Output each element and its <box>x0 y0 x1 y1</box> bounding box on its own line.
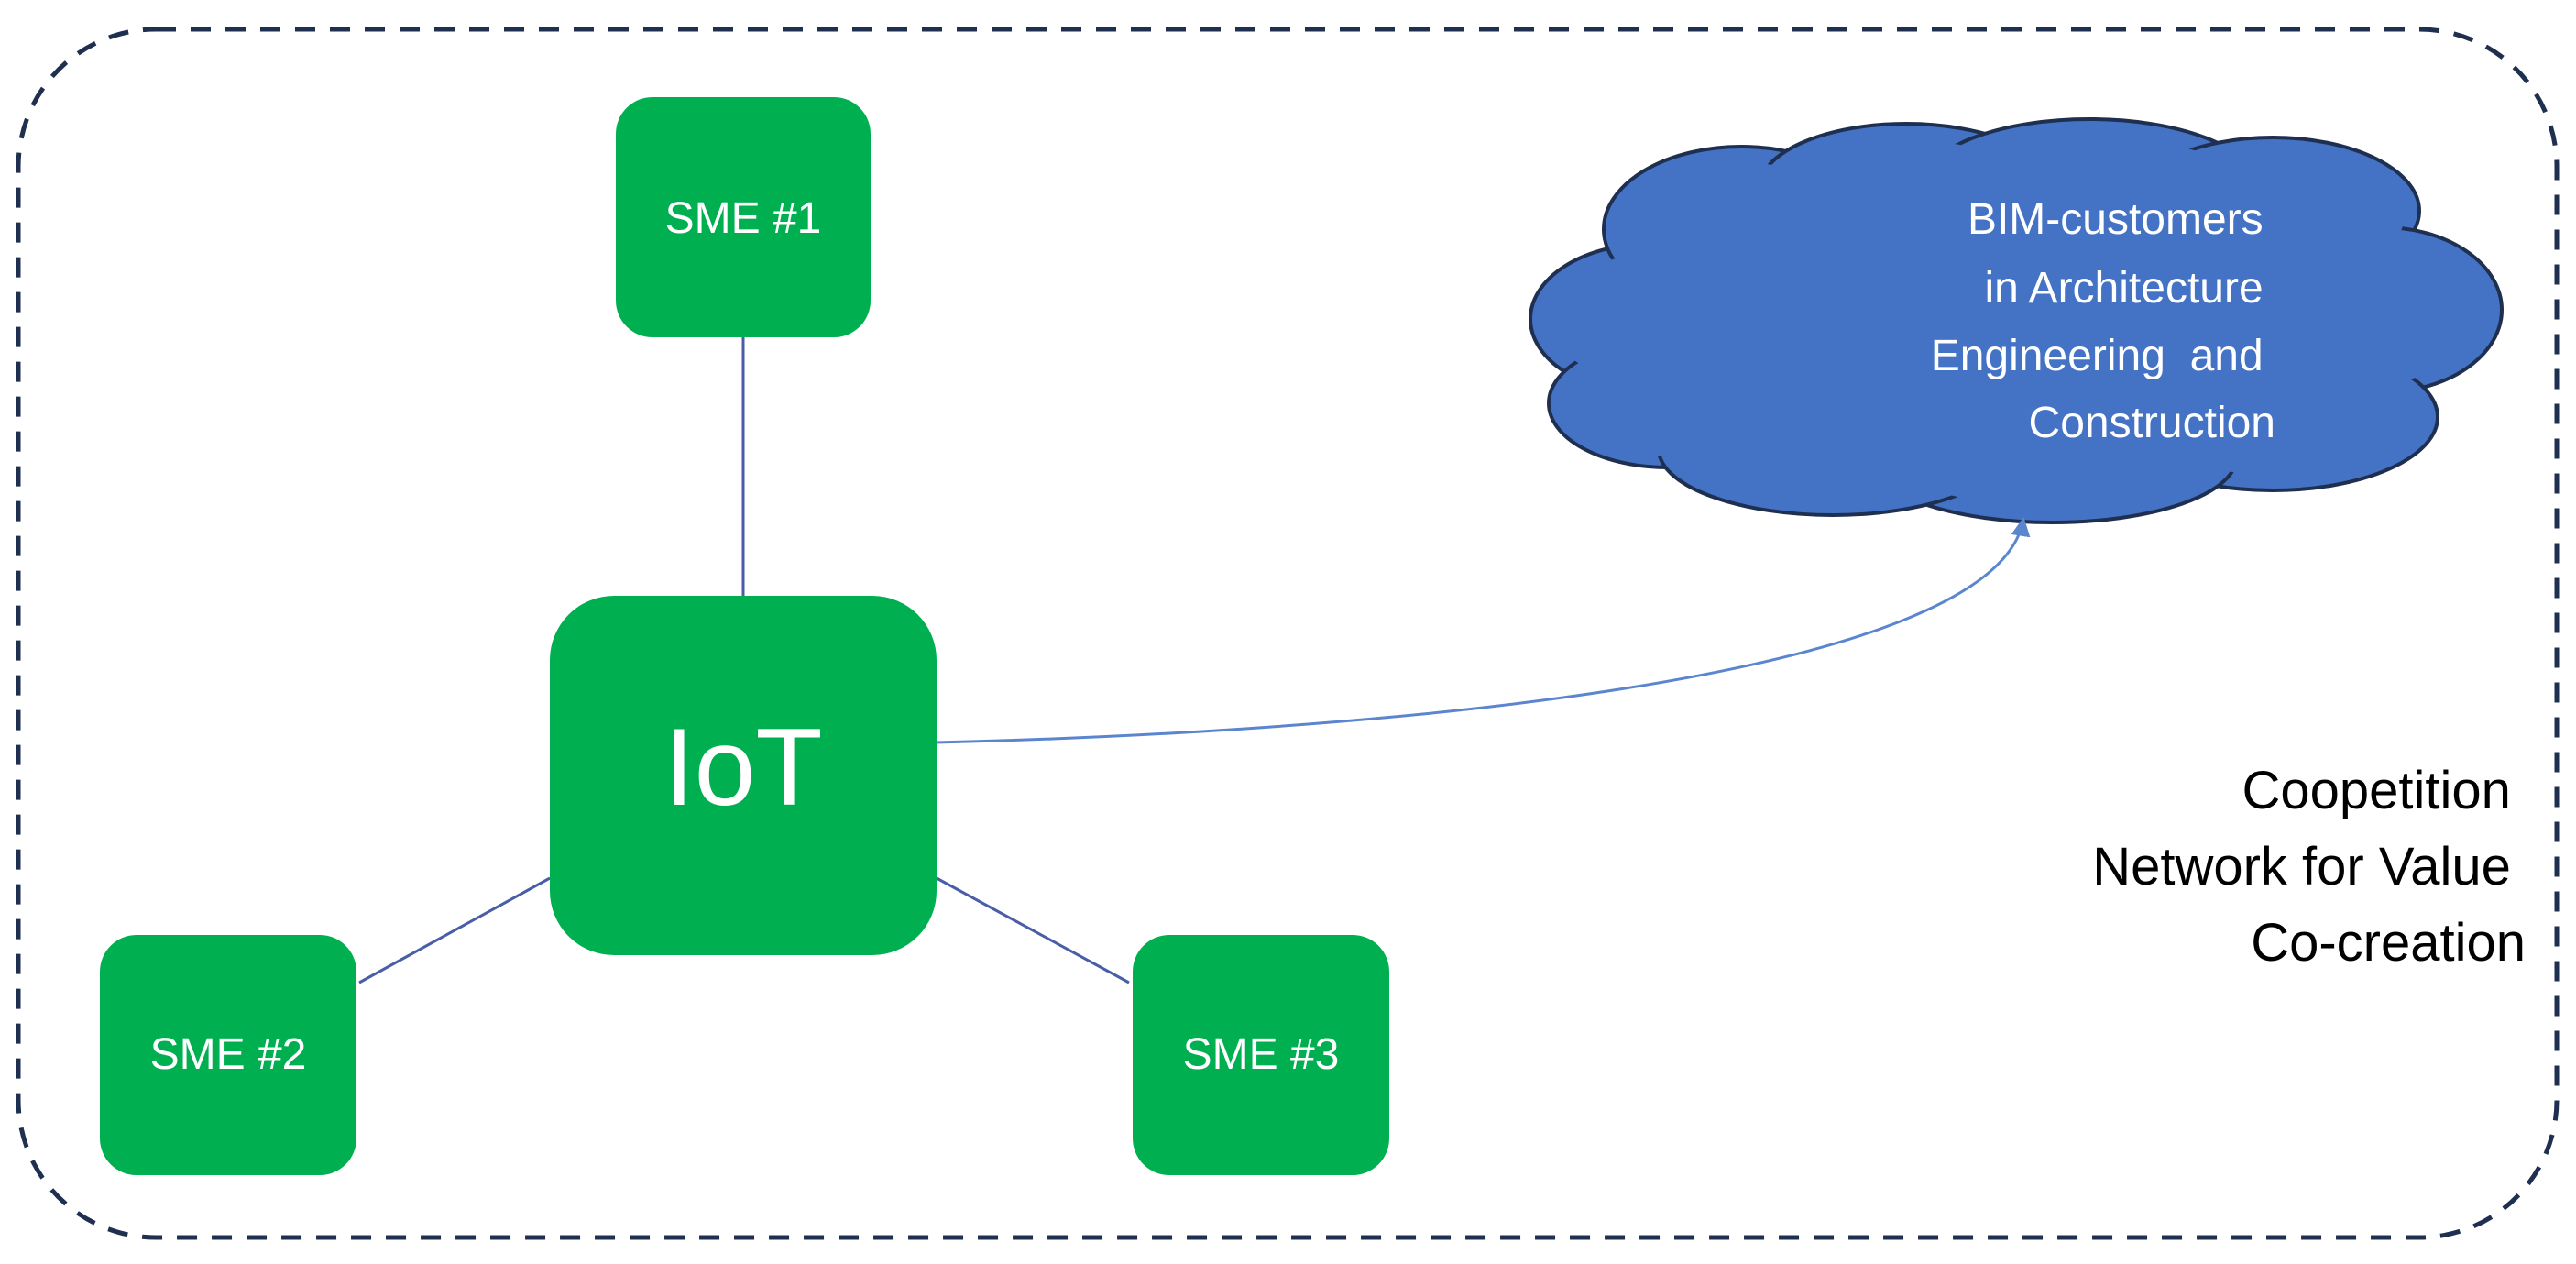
cloud-line-3: Engineering and <box>1931 332 2264 380</box>
cloud-line-4: Construction <box>2029 399 2275 447</box>
iot-hub-node: IoT <box>550 596 937 955</box>
customer-cloud: BIM-customers in Architecture Engineerin… <box>1529 117 2504 524</box>
network-boundary-frame <box>16 27 2560 1240</box>
network-label-line-2: Network for Value <box>2092 837 2511 896</box>
network-label-line-1: Coopetition <box>2242 761 2510 820</box>
cloud-line-1: BIM-customers <box>1968 195 2264 244</box>
iot-label: IoT <box>663 706 822 829</box>
sme1-label: SME #1 <box>665 194 822 243</box>
connector-iot-sme2 <box>358 876 551 984</box>
connector-iot-sme3 <box>936 876 1130 984</box>
iot-cloud-arrow <box>829 516 2031 754</box>
cloud-text: BIM-customers in Architecture Engineerin… <box>1931 195 2275 447</box>
sme2-node: SME #2 <box>100 935 356 1175</box>
sme1-node: SME #1 <box>616 97 871 337</box>
sme3-node: SME #3 <box>1133 935 1389 1175</box>
cloud-line-2: in Architecture <box>1985 264 2264 313</box>
network-label: Coopetition Network for Value Co-creatio… <box>2092 761 2526 973</box>
network-label-line-3: Co-creation <box>2251 913 2526 973</box>
sme3-label: SME #3 <box>1183 1030 1340 1079</box>
sme2-label: SME #2 <box>150 1030 307 1079</box>
